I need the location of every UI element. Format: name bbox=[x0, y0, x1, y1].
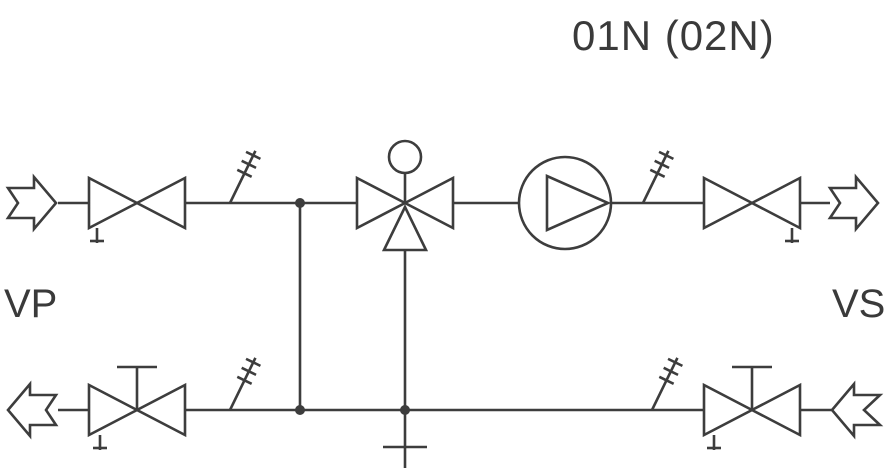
shutoff-valve-icon bbox=[87, 175, 187, 243]
flow-out-arrow-icon bbox=[827, 173, 880, 233]
junction-dot-icon bbox=[295, 405, 305, 415]
shutoff-valve-icon bbox=[702, 175, 802, 243]
right-port-label: VS bbox=[832, 282, 885, 326]
drain-icon bbox=[90, 228, 104, 243]
actuator-icon bbox=[387, 139, 423, 203]
handle-valve-icon bbox=[702, 365, 802, 450]
pipe-lines bbox=[58, 201, 832, 412]
drain-icon bbox=[707, 435, 721, 450]
pump-icon bbox=[517, 155, 613, 251]
drain-icon bbox=[383, 410, 427, 468]
flow-in-arrow-icon bbox=[830, 380, 884, 440]
drain-icon bbox=[93, 435, 107, 450]
handle-valve-icon bbox=[87, 365, 187, 450]
test-point-icon bbox=[228, 150, 261, 204]
test-point-icon bbox=[228, 357, 261, 411]
flow-in-arrow-icon bbox=[5, 173, 58, 233]
diagram-title: 01N (02N) bbox=[572, 12, 775, 59]
three-way-valve-icon bbox=[355, 139, 455, 252]
junction-dot-icon bbox=[295, 198, 305, 208]
drain-icon bbox=[785, 228, 799, 243]
test-point-icon bbox=[650, 357, 683, 411]
test-point-icon bbox=[641, 150, 674, 204]
left-port-label: VP bbox=[4, 282, 58, 326]
flow-out-arrow-icon bbox=[6, 380, 59, 440]
